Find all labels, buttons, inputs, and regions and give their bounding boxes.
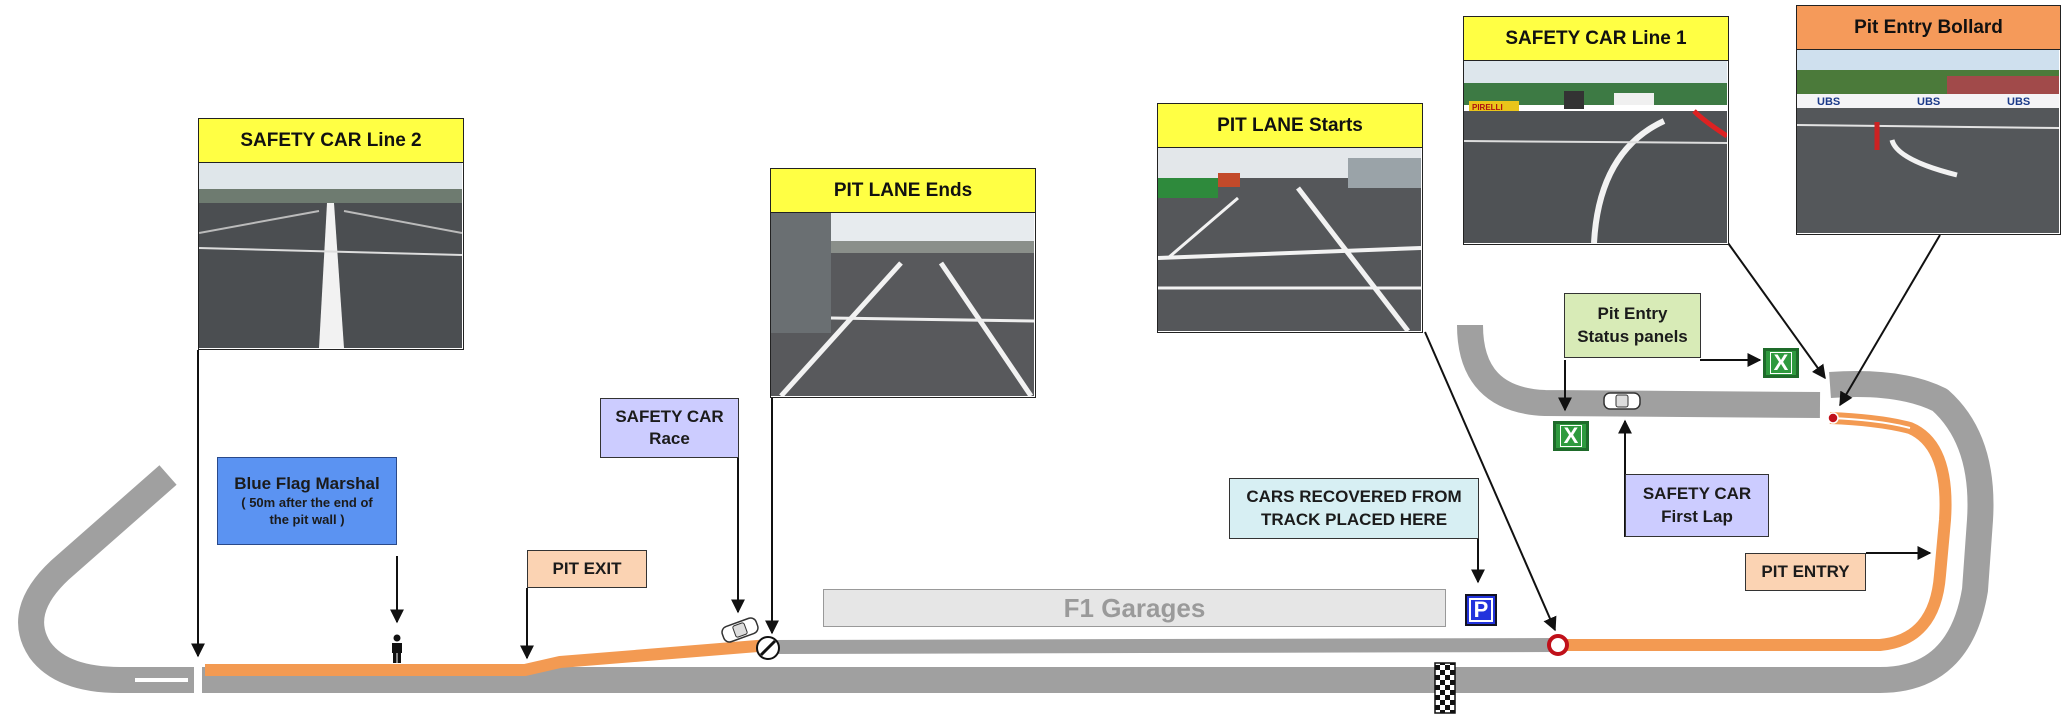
sc-first-lap-line-1: SAFETY CAR — [1642, 484, 1752, 504]
photo-caption: PIT LANE Ends — [771, 169, 1035, 213]
pit-exit-text: PIT EXIT — [552, 558, 622, 578]
pit-entry-bollard-dot — [1827, 412, 1839, 424]
pit-exit-label: PIT EXIT — [527, 550, 647, 588]
x-panel-text: X — [1559, 425, 1583, 447]
photo-pit-lane-starts-image — [1158, 148, 1421, 331]
photo-pit-entry-bollard-image: UBS UBS UBS — [1797, 50, 2059, 233]
photo-card-safety-car-line-2: SAFETY CAR Line 2 — [198, 118, 464, 350]
photo-caption: SAFETY CAR Line 2 — [199, 119, 463, 163]
photo-straight-image — [199, 163, 462, 348]
ubs-banner-text-1: UBS — [1817, 96, 1840, 108]
photo-card-pit-entry-bollard: Pit Entry Bollard UBS UBS UBS — [1796, 5, 2061, 235]
status-panels-line-1: Pit Entry — [1597, 304, 1668, 324]
safety-car-race-label: SAFETY CAR Race — [600, 398, 739, 458]
pit-entry-status-panel-left: X — [1553, 421, 1589, 451]
ubs-banner-text-3: UBS — [2007, 96, 2030, 108]
photo-card-pit-lane-ends: PIT LANE Ends — [770, 168, 1036, 398]
photo-pit-lane-ends-image — [771, 213, 1034, 396]
parking-sign: P — [1465, 594, 1497, 626]
pit-lane — [205, 412, 1952, 676]
sc-race-line-2: Race — [649, 429, 690, 448]
photo-caption: SAFETY CAR Line 1 — [1464, 17, 1728, 61]
f1-garages-building: F1 Garages — [823, 589, 1446, 627]
main-track — [18, 371, 1994, 695]
pit-lane-start-marker — [1547, 634, 1569, 656]
garages-label: F1 Garages — [1063, 592, 1206, 623]
cars-recovered-line-2: TRACK PLACED HERE — [1260, 509, 1448, 529]
photo-safety-car-line-1-image: PIRELLI — [1464, 61, 1727, 243]
sc-first-lap-line-2: First Lap — [1661, 506, 1733, 526]
pit-entry-label: PIT ENTRY — [1745, 553, 1866, 591]
pit-entry-status-panel-right: X — [1763, 348, 1799, 378]
cars-recovered-label: CARS RECOVERED FROM TRACK PLACED HERE — [1229, 478, 1479, 539]
pointer-arrows — [191, 234, 1941, 660]
photo-caption: PIT LANE Starts — [1158, 104, 1422, 148]
start-finish-line — [1434, 662, 1456, 714]
safety-car-first-lap-label: SAFETY CAR First Lap — [1625, 474, 1769, 537]
blue-flag-title: Blue Flag Marshal — [234, 474, 380, 494]
sc-race-line-1: SAFETY CAR — [615, 406, 724, 426]
blue-flag-note-2: the pit wall ) — [269, 512, 345, 528]
status-panels-line-2: Status panels — [1577, 326, 1688, 346]
blue-flag-marshal-label: Blue Flag Marshal ( 50m after the end of… — [217, 457, 397, 545]
safety-car-first-lap-icon — [1603, 392, 1641, 410]
parking-sign-text: P — [1468, 598, 1494, 622]
pit-entry-status-panels-label: Pit Entry Status panels — [1564, 293, 1701, 358]
pit-entry-text: PIT ENTRY — [1761, 561, 1850, 581]
pirelli-banner-text: PIRELLI — [1472, 103, 1503, 112]
safety-car-race-icon — [721, 617, 759, 643]
photo-card-safety-car-line-1: SAFETY CAR Line 1 PIRELLI — [1463, 16, 1729, 245]
blue-flag-note-1: ( 50m after the end of — [241, 495, 373, 511]
photo-card-pit-lane-starts: PIT LANE Starts — [1157, 103, 1423, 333]
x-panel-text: X — [1769, 352, 1793, 374]
cars-recovered-line-1: CARS RECOVERED FROM — [1246, 487, 1462, 507]
marshal-person-icon — [392, 634, 402, 663]
ubs-banner-text-2: UBS — [1917, 96, 1940, 108]
upper-track-segment — [1457, 324, 1821, 418]
pit-lane-end-marker — [756, 636, 780, 660]
photo-caption: Pit Entry Bollard — [1797, 6, 2060, 50]
